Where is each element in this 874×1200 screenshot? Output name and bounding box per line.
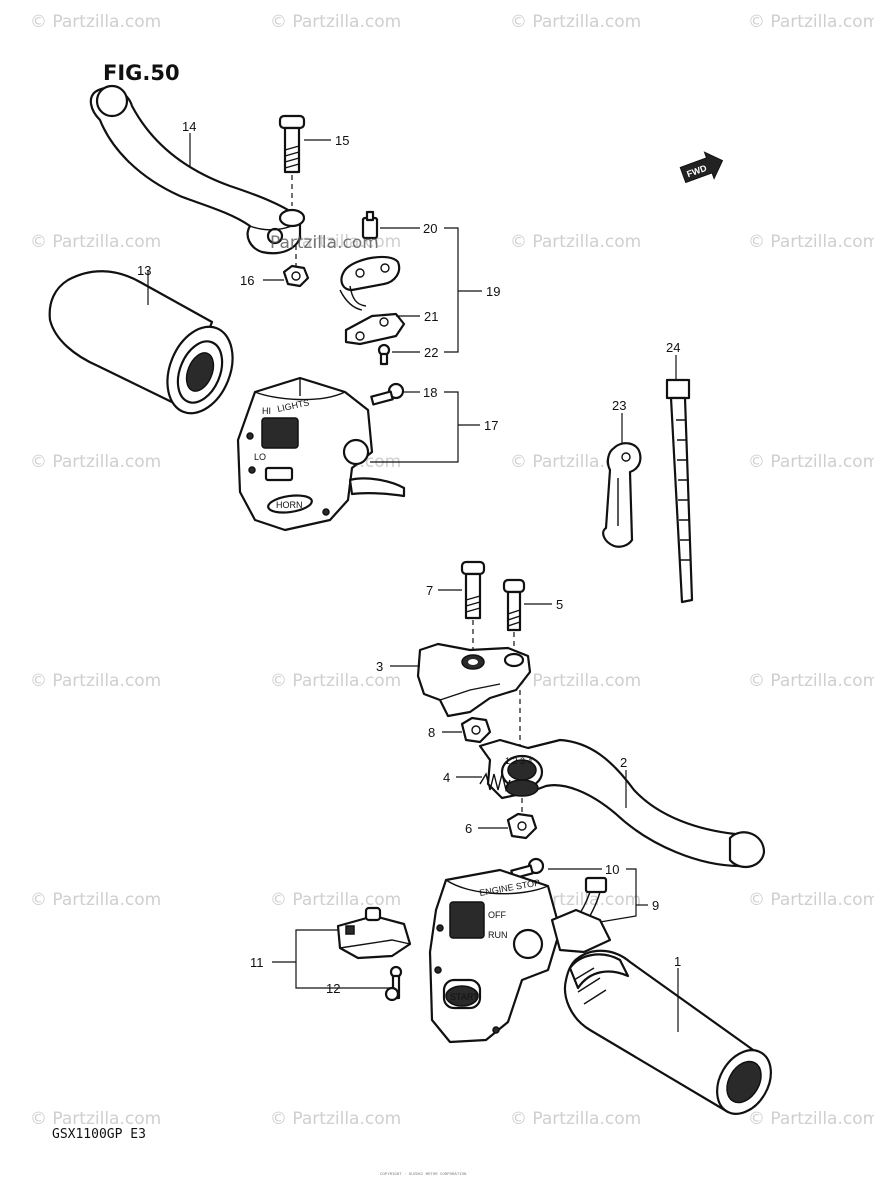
- lever-pivot-bolt[interactable]: [278, 114, 306, 174]
- watermark-text: © Partzilla.com: [30, 452, 161, 472]
- switch-screw[interactable]: [377, 343, 391, 366]
- callout-7: 7: [426, 583, 433, 598]
- callout-19: 19: [486, 284, 500, 299]
- watermark-text: © Partzilla.com: [510, 1109, 641, 1129]
- callout-4: 4: [443, 770, 450, 785]
- watermark-text: © Partzilla.com: [748, 671, 874, 691]
- callout-6: 6: [465, 821, 472, 836]
- callout-12: 12: [326, 981, 340, 996]
- watermark-text: © Partzilla.com: [270, 1109, 401, 1129]
- model-code: GSX1100GP E3: [52, 1127, 146, 1142]
- callout-14: 14: [182, 119, 196, 134]
- brake-lever-holder[interactable]: [416, 642, 532, 718]
- handlebar-grip[interactable]: [48, 270, 245, 423]
- watermark-text: © Partzilla.com: [30, 890, 161, 910]
- callout-3: 3: [376, 659, 383, 674]
- watermark-text: © Partzilla.com: [270, 890, 401, 910]
- watermark-text: © Partzilla.com: [748, 1109, 874, 1129]
- watermark-grid: © Partzilla.com © Partzilla.com © Partzill…: [30, 12, 874, 1129]
- horn-label: HORN: [276, 500, 303, 510]
- footer-text: COPYRIGHT · SUZUKI MOTOR CORPORATION: [380, 1173, 467, 1177]
- adjuster-marks: 1 2 3 4: [505, 756, 533, 766]
- off-label: OFF: [488, 910, 506, 920]
- hi-label: HI: [262, 406, 271, 416]
- callout-5: 5: [556, 597, 563, 612]
- callout-13: 13: [137, 263, 151, 278]
- watermark-text: © Partzilla.com: [510, 12, 641, 32]
- lever-nut[interactable]: [282, 264, 310, 288]
- watermark-text: © Partzilla.com: [748, 452, 874, 472]
- watermark-text: © Partzilla.com: [30, 12, 161, 32]
- watermark-text: © Partzilla.com: [510, 671, 641, 691]
- brake-switch-mount-screw[interactable]: [384, 965, 403, 1002]
- callout-22: 22: [424, 345, 438, 360]
- watermark-text: © Partzilla.com: [748, 232, 874, 252]
- callout-11: 11: [250, 955, 264, 970]
- callout-8: 8: [428, 725, 435, 740]
- watermark-text: © Partzilla.com: [30, 1109, 161, 1129]
- callout-10: 10: [605, 862, 619, 877]
- watermark-text: © Partzilla.com: [270, 12, 401, 32]
- watermark-text: © Partzilla.com: [510, 232, 641, 252]
- start-label: START: [450, 992, 479, 1002]
- callout-15: 15: [335, 133, 349, 148]
- callout-16: 16: [240, 273, 254, 288]
- adjuster-spring[interactable]: [479, 772, 511, 793]
- run-label: RUN: [488, 930, 508, 940]
- watermark-text: © Partzilla.com: [270, 671, 401, 691]
- leader-lines: [147, 133, 679, 1032]
- callout-9: 9: [652, 898, 659, 913]
- holder-nut[interactable]: [460, 716, 492, 744]
- lo-label: LO: [254, 452, 266, 462]
- cable-tie[interactable]: [665, 378, 694, 604]
- clutch-switch-lower[interactable]: [344, 312, 406, 346]
- lever-lock-nut[interactable]: [506, 812, 538, 840]
- switch-housing-screw[interactable]: [370, 382, 405, 406]
- callout-labels: 14 15 16 13 20 19 21 22 18 17 23 24 7 5 …: [137, 119, 681, 996]
- front-brake-light-switch[interactable]: [336, 906, 412, 960]
- callout-2: 2: [620, 755, 627, 770]
- callout-17: 17: [484, 418, 498, 433]
- front-brake-pivot-bolt[interactable]: [460, 560, 486, 620]
- washer: [278, 208, 306, 228]
- brake-switch-screw[interactable]: [502, 578, 526, 632]
- watermark-text: © Partzilla.com: [30, 232, 161, 252]
- figure-title: FIG.50: [103, 61, 180, 85]
- center-watermark: Partzilla.com: [270, 233, 379, 253]
- forward-arrow-icon: FWD: [679, 151, 724, 184]
- watermark-text: © Partzilla.com: [30, 671, 161, 691]
- watermark-text: © Partzilla.com: [748, 890, 874, 910]
- right-handlebar-switch[interactable]: ENGINE STOP OFF RUN START: [428, 868, 612, 1044]
- brake-switch-terminal[interactable]: [573, 876, 608, 927]
- throttle-grip[interactable]: [563, 949, 782, 1124]
- callout-18: 18: [423, 385, 437, 400]
- callout-23: 23: [612, 398, 626, 413]
- clutch-switch-terminal[interactable]: [361, 210, 379, 240]
- clutch-lever[interactable]: [89, 84, 302, 255]
- left-handlebar-switch[interactable]: LIGHTS HI LO HORN: [236, 376, 406, 532]
- wire-bracket[interactable]: [602, 442, 642, 548]
- front-brake-lever[interactable]: 1 2 3 4: [478, 738, 766, 869]
- watermark-text: © Partzilla.com: [748, 12, 874, 32]
- clutch-switch-upper[interactable]: [339, 255, 401, 311]
- callout-20: 20: [423, 221, 437, 236]
- callout-21: 21: [424, 309, 438, 324]
- callout-1: 1: [674, 954, 681, 969]
- callout-24: 24: [666, 340, 680, 355]
